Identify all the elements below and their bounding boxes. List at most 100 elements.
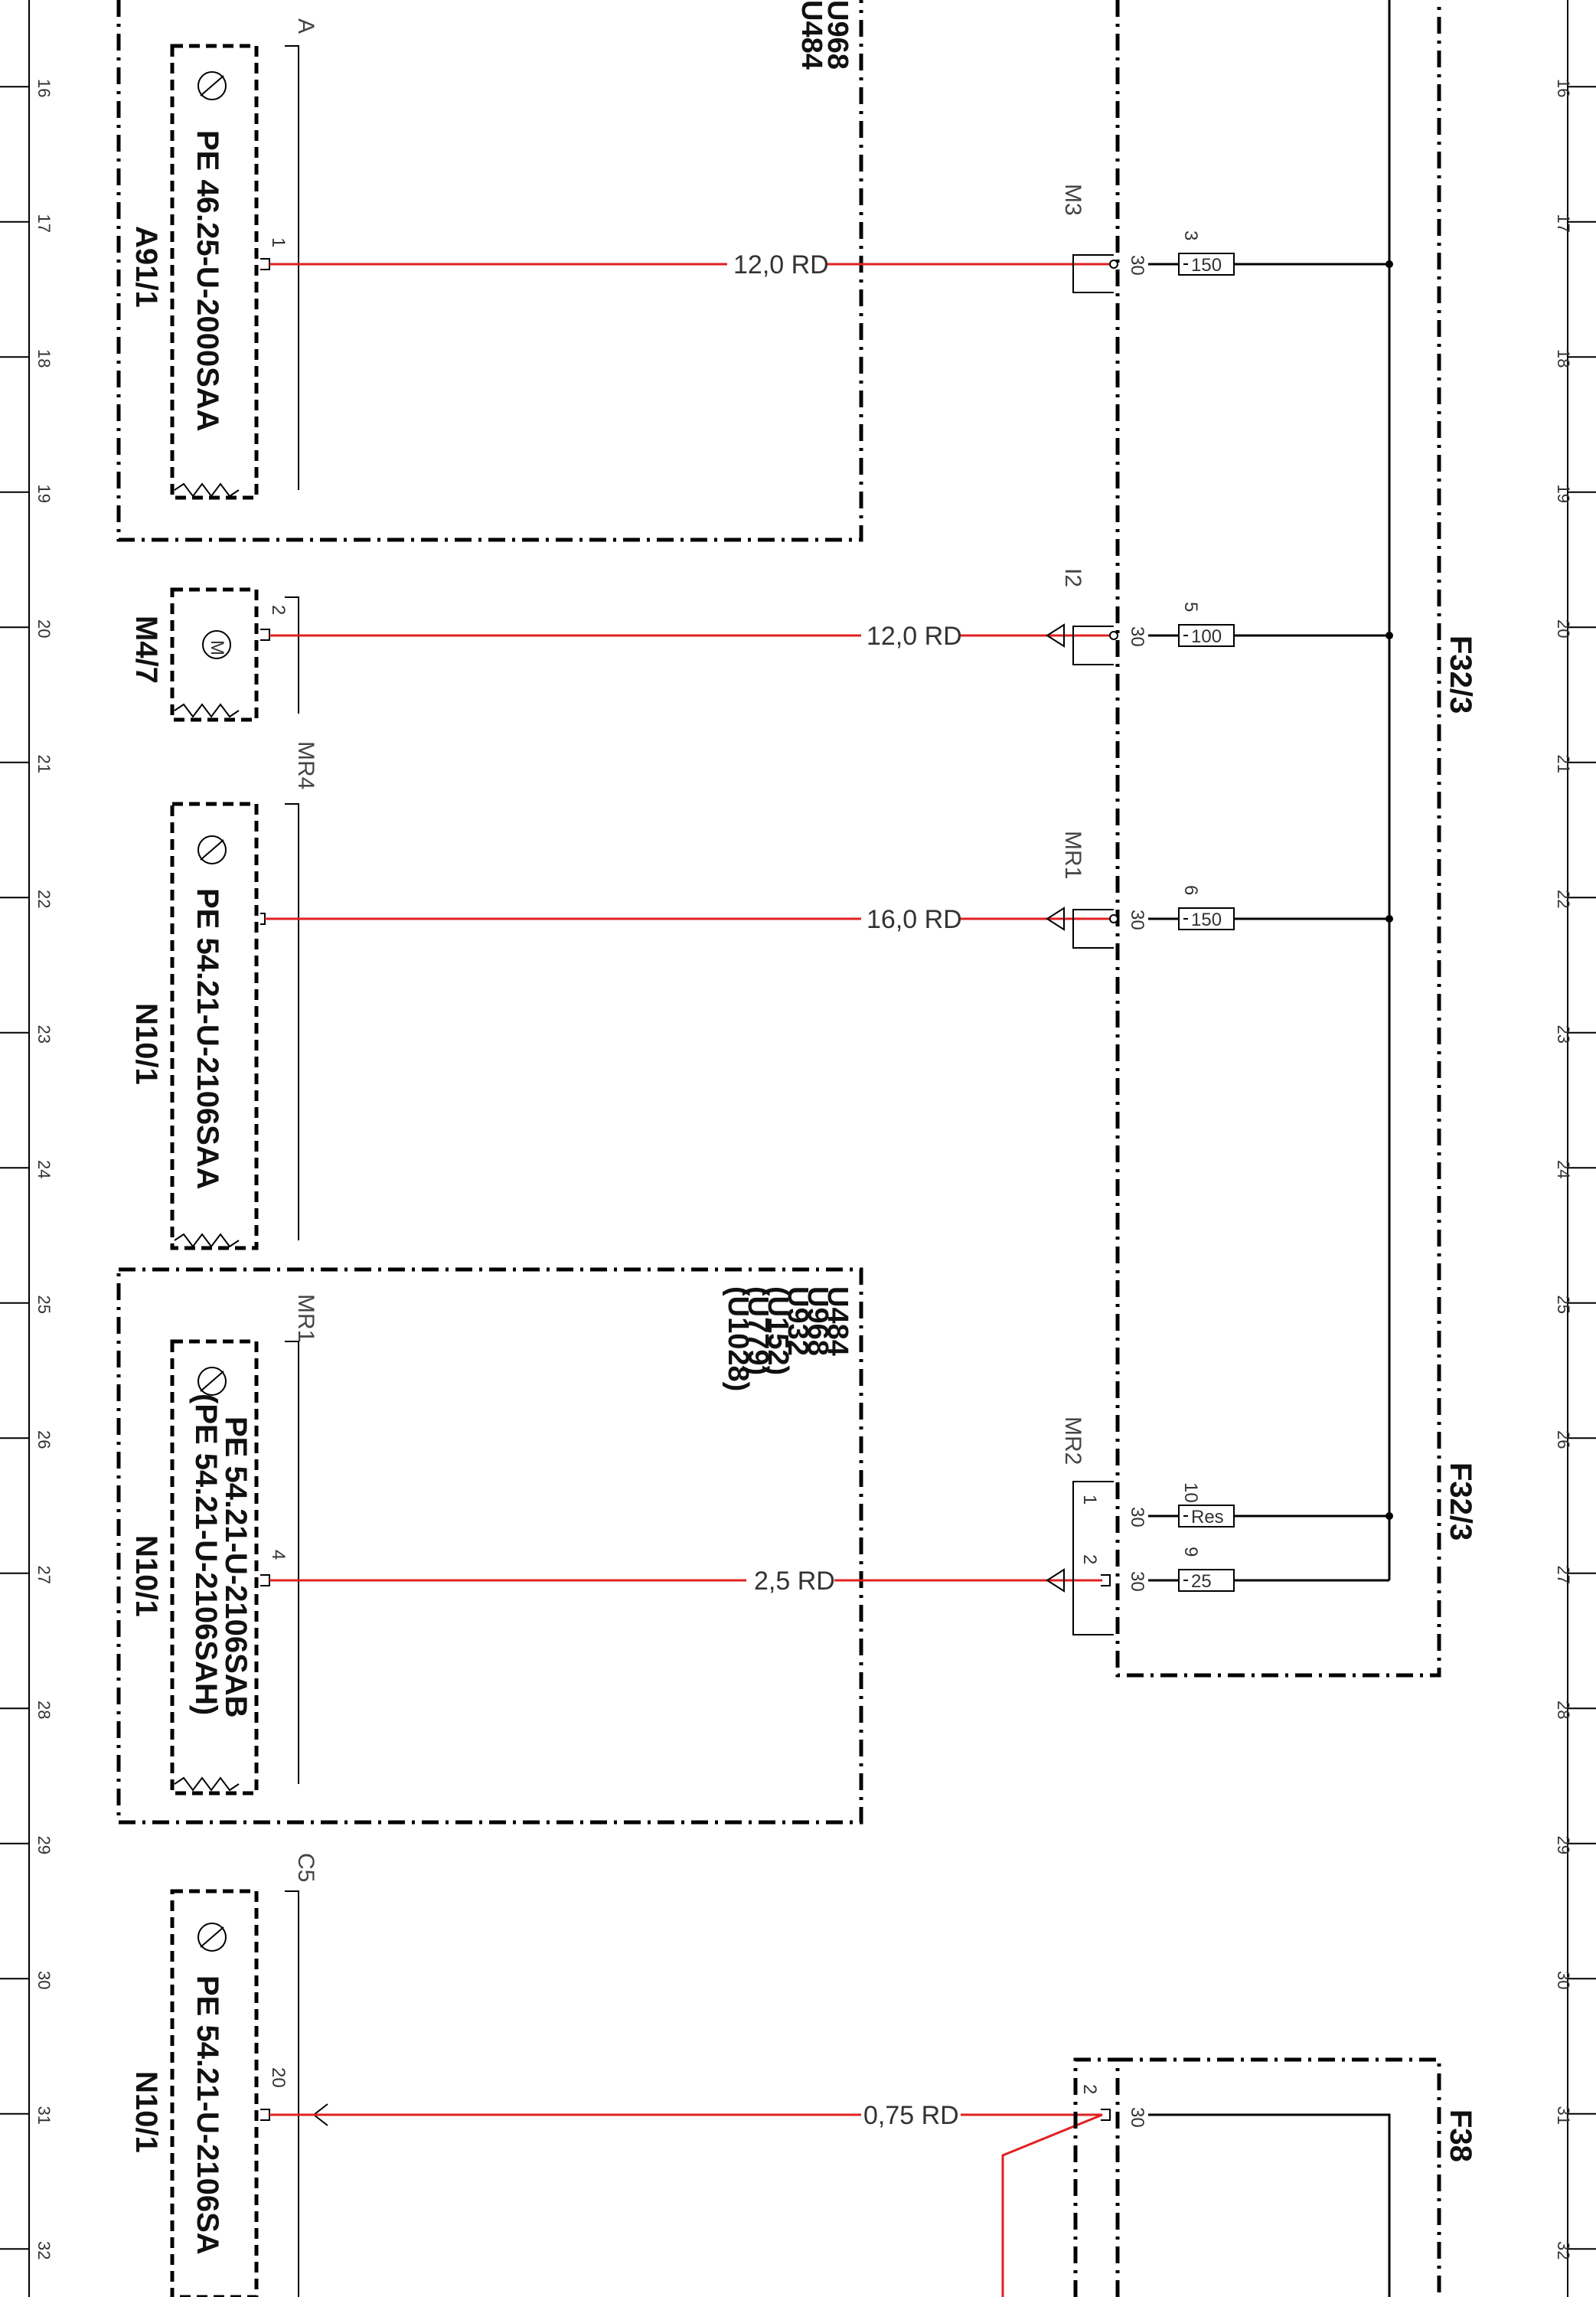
connector-id: MR1 — [293, 1294, 318, 1342]
grid-number: 27 — [34, 1566, 54, 1584]
pin-number: 4 — [268, 1550, 289, 1560]
component-id: N10/1 — [129, 2071, 163, 2153]
svg-text:M: M — [207, 640, 227, 655]
fuse-rating: 100 — [1191, 626, 1222, 647]
component-a91-1[interactable]: PE 46.25-U-2000SAA A91/1 A 1 — [129, 18, 318, 500]
terminal-label: 30 — [1127, 910, 1147, 930]
fuse-box-id: F32/3 — [1444, 636, 1477, 714]
fuse-box-f38-inner — [1073, 2057, 1118, 2297]
grid-number: 20 — [34, 619, 54, 638]
grid-number: 18 — [1554, 349, 1573, 368]
terminal-label: 30 — [1127, 1507, 1147, 1528]
pe-reference: PE 46.25-U-2000SAA — [191, 130, 224, 432]
fuse-number: 5 — [1180, 602, 1201, 612]
pin-number: 1 — [268, 237, 289, 247]
wire-label: 12,0 RD — [733, 250, 829, 279]
grid-number: 19 — [34, 485, 54, 503]
terminal-label: 30 — [1127, 626, 1147, 647]
fuse-box-id: F32/3 — [1444, 1462, 1477, 1541]
connector-id: A — [293, 18, 318, 34]
fuse-number: 10 — [1180, 1482, 1201, 1503]
grid-number: 26 — [34, 1430, 54, 1449]
grid-number: 22 — [34, 890, 54, 908]
pe-reference: PE 54.21-U-2106SAB — [219, 1416, 253, 1718]
fuse-number: 3 — [1180, 230, 1201, 240]
component-n10-1-a[interactable]: PE 54.21-U-2106SAA N10/1 MR4 — [129, 741, 318, 1250]
connector-i2[interactable]: I2 — [1046, 568, 1118, 665]
variant-code: (U1028) — [722, 1286, 754, 1391]
variant-code: (U779) — [742, 1286, 774, 1375]
f38-internal-wire — [1148, 2113, 1391, 2297]
component-n10-1-c[interactable]: PE 54.21-U-2106SA N10/1 C5 20 — [129, 1853, 328, 2297]
sensor-icon — [197, 1923, 227, 1952]
svg-text:2: 2 — [1079, 1554, 1100, 1564]
pin-number: 20 — [268, 2067, 289, 2088]
connector-mr1[interactable]: MR1 — [1046, 831, 1118, 949]
variant-codes-top: U968 U484 — [795, 0, 853, 70]
fuse-rating: Res — [1191, 1507, 1224, 1528]
variant-box-top — [116, 0, 863, 542]
grid-number: 22 — [1554, 890, 1573, 908]
svg-text:U968: U968 — [821, 0, 853, 70]
component-m4-7[interactable]: M M4/7 2 — [129, 587, 299, 722]
fuse-rating: 150 — [1191, 255, 1222, 276]
grid-number: 30 — [1554, 1971, 1573, 1989]
grid-number: 23 — [1554, 1025, 1573, 1044]
variant-box-mid — [116, 1267, 863, 1825]
grid-number: 31 — [34, 2106, 54, 2125]
sensor-icon — [197, 71, 227, 100]
svg-text:1: 1 — [1079, 1495, 1100, 1505]
grid-number: 16 — [1554, 79, 1573, 97]
pe-reference: PE 54.21-U-2106SAA — [191, 888, 224, 1190]
pin-number: 2 — [1079, 2084, 1100, 2094]
grid-number: 25 — [34, 1296, 54, 1314]
wire-label: 16,0 RD — [867, 905, 962, 934]
grid-number: 29 — [34, 1836, 54, 1854]
fuse-box-f32-3 — [1115, 0, 1441, 1678]
variant-code: U932 — [782, 1286, 814, 1356]
motor-icon — [202, 630, 231, 659]
grid-number: 21 — [1554, 755, 1573, 773]
grid-number: 16 — [34, 79, 54, 97]
pin-number: 2 — [268, 605, 289, 615]
component-id: N10/1 — [129, 1003, 163, 1085]
component-id: A91/1 — [129, 226, 163, 308]
grid-number: 20 — [1554, 619, 1573, 638]
variant-code: (U152) — [762, 1286, 794, 1375]
grid-number: 32 — [1554, 2241, 1573, 2259]
svg-text:MR2: MR2 — [1060, 1416, 1085, 1465]
grid-number: 30 — [34, 1971, 54, 1989]
svg-text:I2: I2 — [1060, 568, 1085, 587]
fuse-10[interactable]: 30 Res 10 — [1127, 1482, 1393, 1528]
wire-labels: 12,0 RD 12,0 RD 16,0 RD 2,5 RD 0,75 RD — [733, 250, 962, 2130]
wire-label: 0,75 RD — [863, 2101, 959, 2130]
connector-mr2[interactable]: MR2 1 2 — [1046, 1416, 1114, 1635]
svg-text:M3: M3 — [1060, 184, 1085, 216]
grid-number: 19 — [1554, 485, 1573, 503]
connector-m3[interactable]: M3 — [1060, 184, 1118, 293]
grid-number: 28 — [1554, 1701, 1573, 1719]
grid-number: 24 — [1554, 1160, 1573, 1178]
terminal-label: 30 — [1127, 2107, 1147, 2128]
wire-label: 2,5 RD — [754, 1567, 835, 1596]
variant-code: U484 — [821, 1286, 853, 1356]
sensor-icon — [197, 835, 227, 864]
wires — [265, 263, 1118, 2297]
svg-text:U484: U484 — [795, 0, 827, 70]
grid-number: 31 — [1554, 2106, 1573, 2125]
fuse-number: 6 — [1180, 885, 1201, 895]
fuse-box-id: F38 — [1444, 2109, 1477, 2162]
fuse-5[interactable]: 30 100 5 — [1127, 602, 1393, 647]
grid-number: 27 — [1554, 1566, 1573, 1584]
grid-number: 24 — [34, 1160, 54, 1178]
component-id: M4/7 — [129, 616, 163, 684]
component-n10-1-b[interactable]: PE 54.21-U-2106SAB (PE 54.21-U-2106SAH) … — [129, 1294, 318, 1795]
grid-number: 26 — [1554, 1430, 1573, 1449]
